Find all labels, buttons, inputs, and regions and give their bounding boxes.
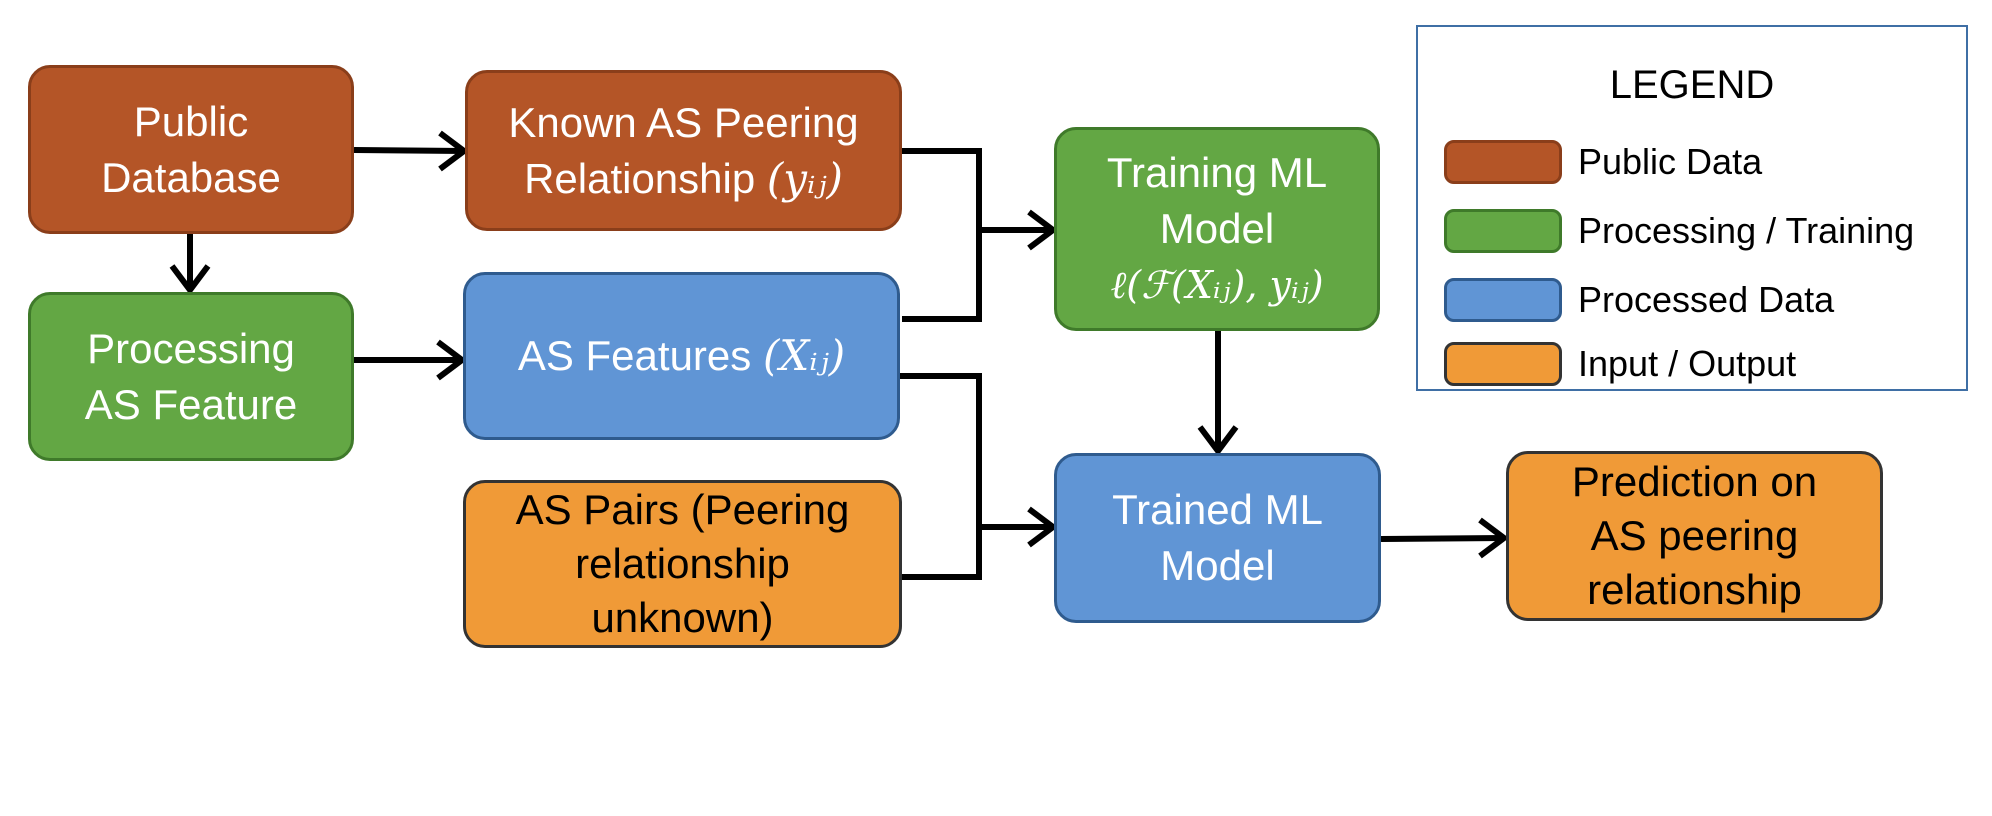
legend-item: Input / Output [1444,339,1796,389]
node-label: Trained ML [1112,486,1323,533]
node-training-ml-model: Training ML Model ℓ(ℱ(Xᵢⱼ), yᵢⱼ) [1054,127,1380,331]
node-label: AS peering [1590,512,1799,559]
legend-swatch-processing-training [1444,209,1562,253]
arrowhead-training-to-trained [1197,425,1239,456]
node-math: (yᵢⱼ) [766,153,843,203]
node-as-features: AS Features (Xᵢⱼ) [463,272,900,440]
edge-features-to-merge [900,373,982,580]
edge-known-to-merge [902,148,982,322]
node-label: relationship [575,540,790,587]
legend-label: Processing / Training [1578,210,1915,251]
legend-label: Input / Output [1578,343,1797,384]
node-trained-ml-model: Trained ML Model [1054,453,1381,623]
node-processing-as-feature: Processing AS Feature [28,292,354,461]
legend-swatch-processed-data [1444,278,1562,322]
node-math: ℓ(ℱ(Xᵢⱼ), yᵢⱼ) [1110,263,1324,307]
arrowhead-known [438,130,469,172]
node-label: Processing [87,324,295,372]
node-public-database: Public Database [28,65,354,234]
arrowhead-prediction [1478,517,1509,559]
node-label: AS Features [517,332,752,379]
legend-label: Processed Data [1578,279,1835,320]
arrow-trained-to-prediction [1380,535,1505,542]
node-label: Relationship [524,154,756,202]
node-math: (Xᵢⱼ) [762,331,846,380]
node-label: AS Pairs (Peering [515,486,850,533]
legend-title: LEGEND [1609,63,1775,107]
node-prediction: Prediction on AS peering relationship [1506,451,1883,621]
node-label: Database [101,153,281,201]
legend-item: Public Data [1444,137,1762,187]
legend-label: Public Data [1578,141,1763,182]
node-label: Model [1159,205,1275,252]
arrowhead-features [436,339,467,381]
arrowhead-training [1027,209,1058,251]
node-label: Public [133,97,249,145]
arrowhead-trained [1027,506,1058,548]
legend-swatch-public-data [1444,140,1562,184]
node-known-as-peering-relationship: Known AS Peering Relationship (yᵢⱼ) [465,70,902,231]
arrow-public-to-known [353,147,465,154]
legend: LEGEND Public Data Processing / Training… [1416,25,1968,391]
node-label: relationship [1587,566,1802,613]
node-label: AS Feature [84,380,298,428]
node-label: Known AS Peering [508,98,859,146]
node-label: Model [1160,542,1275,589]
legend-item: Processed Data [1444,275,1834,325]
legend-item: Processing / Training [1444,206,1914,256]
node-as-pairs: AS Pairs (Peering relationship unknown) [463,480,902,648]
legend-swatch-input-output [1444,342,1562,386]
node-label: Prediction on [1571,458,1818,505]
arrowhead-processing [169,264,211,295]
node-label: unknown) [591,594,774,641]
node-label: Training ML [1106,149,1328,196]
